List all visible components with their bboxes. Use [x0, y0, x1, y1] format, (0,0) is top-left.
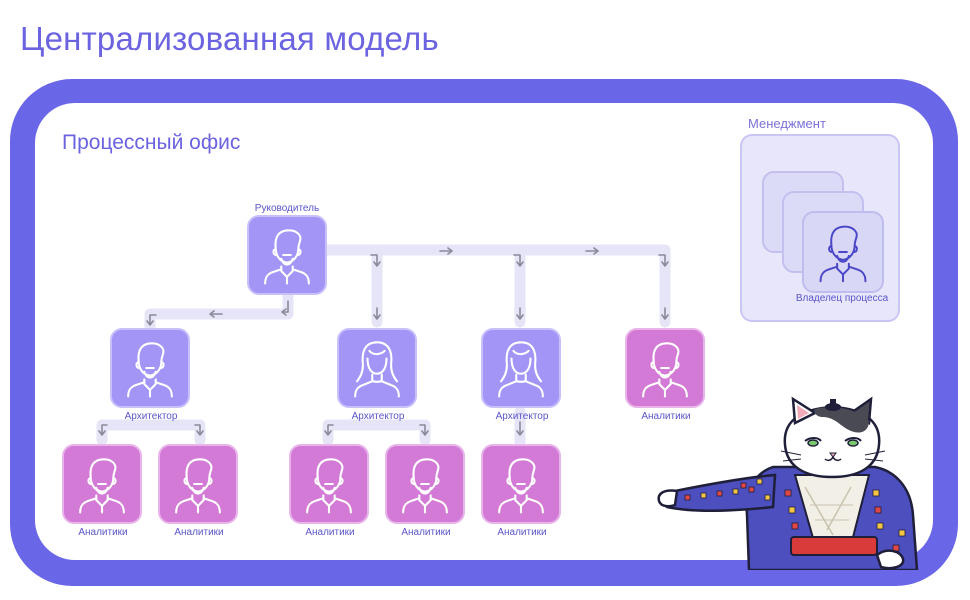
- page-title: Централизованная модель: [20, 20, 439, 57]
- person-male-icon: [402, 458, 448, 514]
- management-label: Менеджмент: [748, 116, 826, 131]
- person-male-icon: [127, 342, 173, 398]
- connector-head-left: [144, 290, 294, 332]
- process-office-title: Процессный офис: [62, 131, 241, 154]
- node-analysts-2: [158, 444, 238, 524]
- node-analysts-5: [481, 444, 561, 524]
- architect-label-3: Архитектор: [495, 411, 549, 422]
- architect-label-1: Архитектор: [124, 411, 178, 422]
- person-male-icon: [642, 342, 688, 398]
- node-head: [247, 215, 327, 295]
- node-analysts-3: [289, 444, 369, 524]
- analysts-label-1: Аналитики: [78, 527, 128, 538]
- person-male-icon: [175, 458, 221, 514]
- person-male-icon: [79, 458, 125, 514]
- analysts-label-4: Аналитики: [401, 527, 451, 538]
- person-female-icon: [354, 341, 400, 398]
- connector-architect-1-split: [96, 419, 206, 446]
- connector-architect-2-split: [322, 419, 431, 446]
- person-female-icon: [498, 341, 544, 398]
- head-label: Руководитель: [254, 203, 320, 214]
- node-architect-3: [481, 328, 561, 408]
- architect-label-2: Архитектор: [351, 411, 405, 422]
- connector-head-right: [320, 244, 671, 328]
- node-architect-1: [110, 328, 190, 408]
- person-male-icon: [264, 229, 310, 285]
- cat-mascot: [657, 396, 919, 570]
- node-architect-2: [337, 328, 417, 408]
- analysts-label-right: Аналитики: [641, 411, 691, 422]
- node-analysts-1: [62, 444, 142, 524]
- person-male-icon: [306, 458, 352, 514]
- management-card-owner: [802, 211, 884, 293]
- person-male-icon: [498, 458, 544, 514]
- node-analysts-right: [625, 328, 705, 408]
- node-analysts-4: [385, 444, 465, 524]
- process-owner-label: Владелец процесса: [795, 293, 889, 304]
- person-male-icon: [819, 225, 867, 283]
- analysts-label-5: Аналитики: [497, 527, 547, 538]
- analysts-label-3: Аналитики: [305, 527, 355, 538]
- analysts-label-2: Аналитики: [174, 527, 224, 538]
